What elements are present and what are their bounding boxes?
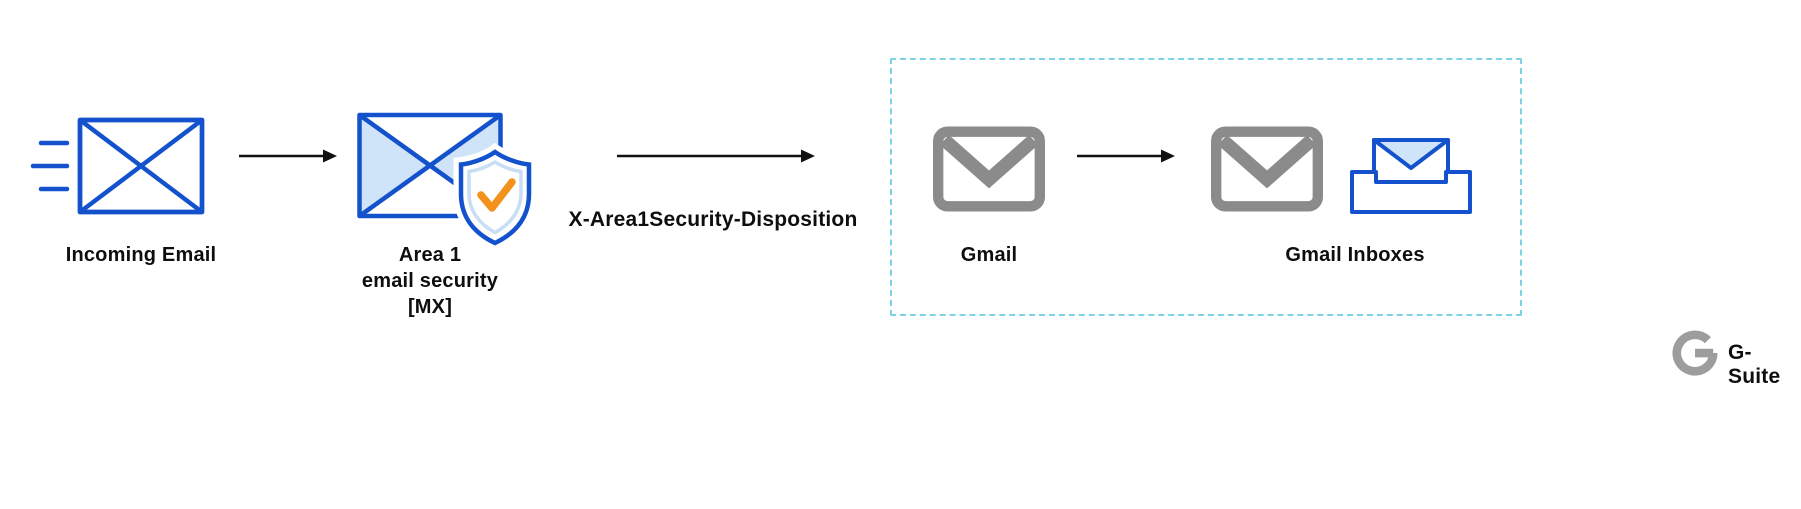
shield-check-icon — [453, 142, 537, 248]
tray-icon — [1350, 170, 1472, 214]
envelope-icon — [77, 117, 205, 215]
disposition-header-label: X-Area1Security-Disposition — [568, 208, 858, 231]
area1-label-line-1: Area 1 — [398, 244, 462, 266]
gmail-label: Gmail — [960, 244, 1018, 266]
flow-arrow-3 — [1077, 149, 1175, 163]
area1-label: Area 1 email security [MX] — [330, 242, 530, 320]
checkmark-icon — [477, 178, 516, 212]
inbox-tray-envelope-icon — [1350, 138, 1472, 214]
flow-arrow-2 — [617, 149, 815, 163]
gmail-inboxes-label: Gmail Inboxes — [1285, 244, 1425, 266]
incoming-email-label: Incoming Email — [65, 244, 217, 266]
gmail-inboxes-gmail-icon — [1211, 126, 1323, 212]
gsuite-group-box — [890, 58, 1522, 316]
area1-label-line-2: email security — [361, 270, 499, 292]
flow-arrow-1 — [239, 149, 337, 163]
area1-label-line-3: [MX] — [407, 296, 453, 318]
area1-security-icon — [357, 112, 537, 248]
gsuite-label: G-Suite — [1728, 341, 1781, 388]
gmail-icon — [933, 126, 1045, 212]
google-g-logo-icon — [1672, 330, 1718, 376]
motion-lines-icon — [30, 140, 70, 192]
incoming-email-icon — [30, 117, 205, 215]
